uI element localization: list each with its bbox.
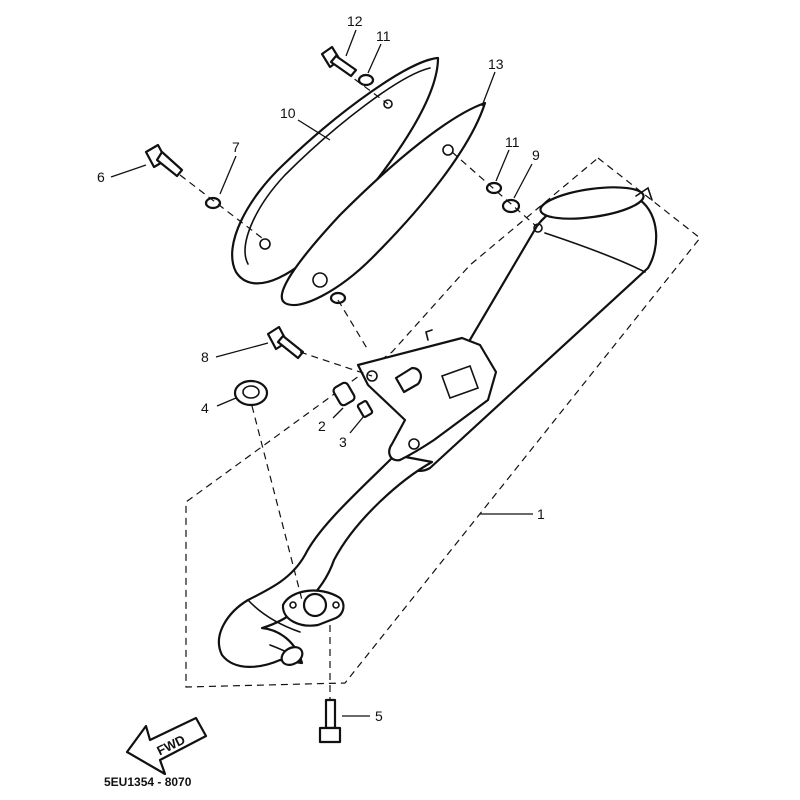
callout-1: 1 <box>537 506 545 522</box>
callout-10: 10 <box>280 105 296 121</box>
washer-11-upper <box>357 73 375 87</box>
bolt-5 <box>318 698 342 744</box>
shield-13-hole-lower <box>312 272 328 288</box>
muffler-tailpipe-tip <box>635 186 653 201</box>
heat-shield-10 <box>231 56 440 285</box>
callout-5: 5 <box>375 708 383 724</box>
callout-6: 6 <box>97 169 105 185</box>
callout-11-right: 11 <box>505 134 520 150</box>
callout-3: 3 <box>339 434 347 450</box>
bolt-6 <box>144 143 184 178</box>
drawing-code: 5EU1354 - 8070 <box>104 775 192 789</box>
assembly-boundary <box>185 157 701 688</box>
exhaust-flange <box>281 589 345 627</box>
collar-lower-shield <box>329 291 347 305</box>
bolt-12 <box>320 45 358 78</box>
exhaust-inlet <box>280 646 304 666</box>
shield-10-hole-upper <box>383 99 393 109</box>
nut-9 <box>501 198 521 214</box>
assembly-lines <box>179 71 537 700</box>
callout-4: 4 <box>201 400 209 416</box>
leader-lines <box>110 29 533 717</box>
callout-13: 13 <box>488 56 504 72</box>
bracket-slot <box>394 366 422 394</box>
callout-8: 8 <box>201 349 209 365</box>
flange-port <box>302 592 328 618</box>
callout-12: 12 <box>347 13 363 29</box>
callout-11-upper: 11 <box>376 28 391 44</box>
mounting-bracket <box>356 329 498 462</box>
callout-9: 9 <box>532 147 540 163</box>
callout-2: 2 <box>318 418 326 434</box>
washer-7 <box>204 196 222 210</box>
bracket-stud <box>425 329 433 341</box>
heat-shield-13 <box>280 101 487 307</box>
muffler-end-cap <box>539 186 645 220</box>
bolt-8 <box>266 325 305 360</box>
collar-2 <box>332 381 356 407</box>
shield-13-hole-upper <box>442 144 454 156</box>
exhaust-pipe <box>217 453 434 668</box>
callout-7: 7 <box>232 139 240 155</box>
bracket-hole-left <box>366 370 378 382</box>
forward-direction-arrow: FWD <box>125 716 208 776</box>
gasket-4 <box>233 379 269 407</box>
damper-3 <box>356 400 374 418</box>
muffler-stud <box>533 223 543 233</box>
shield-10-hole-lower <box>259 238 271 250</box>
bracket-hole-bottom <box>408 438 420 450</box>
